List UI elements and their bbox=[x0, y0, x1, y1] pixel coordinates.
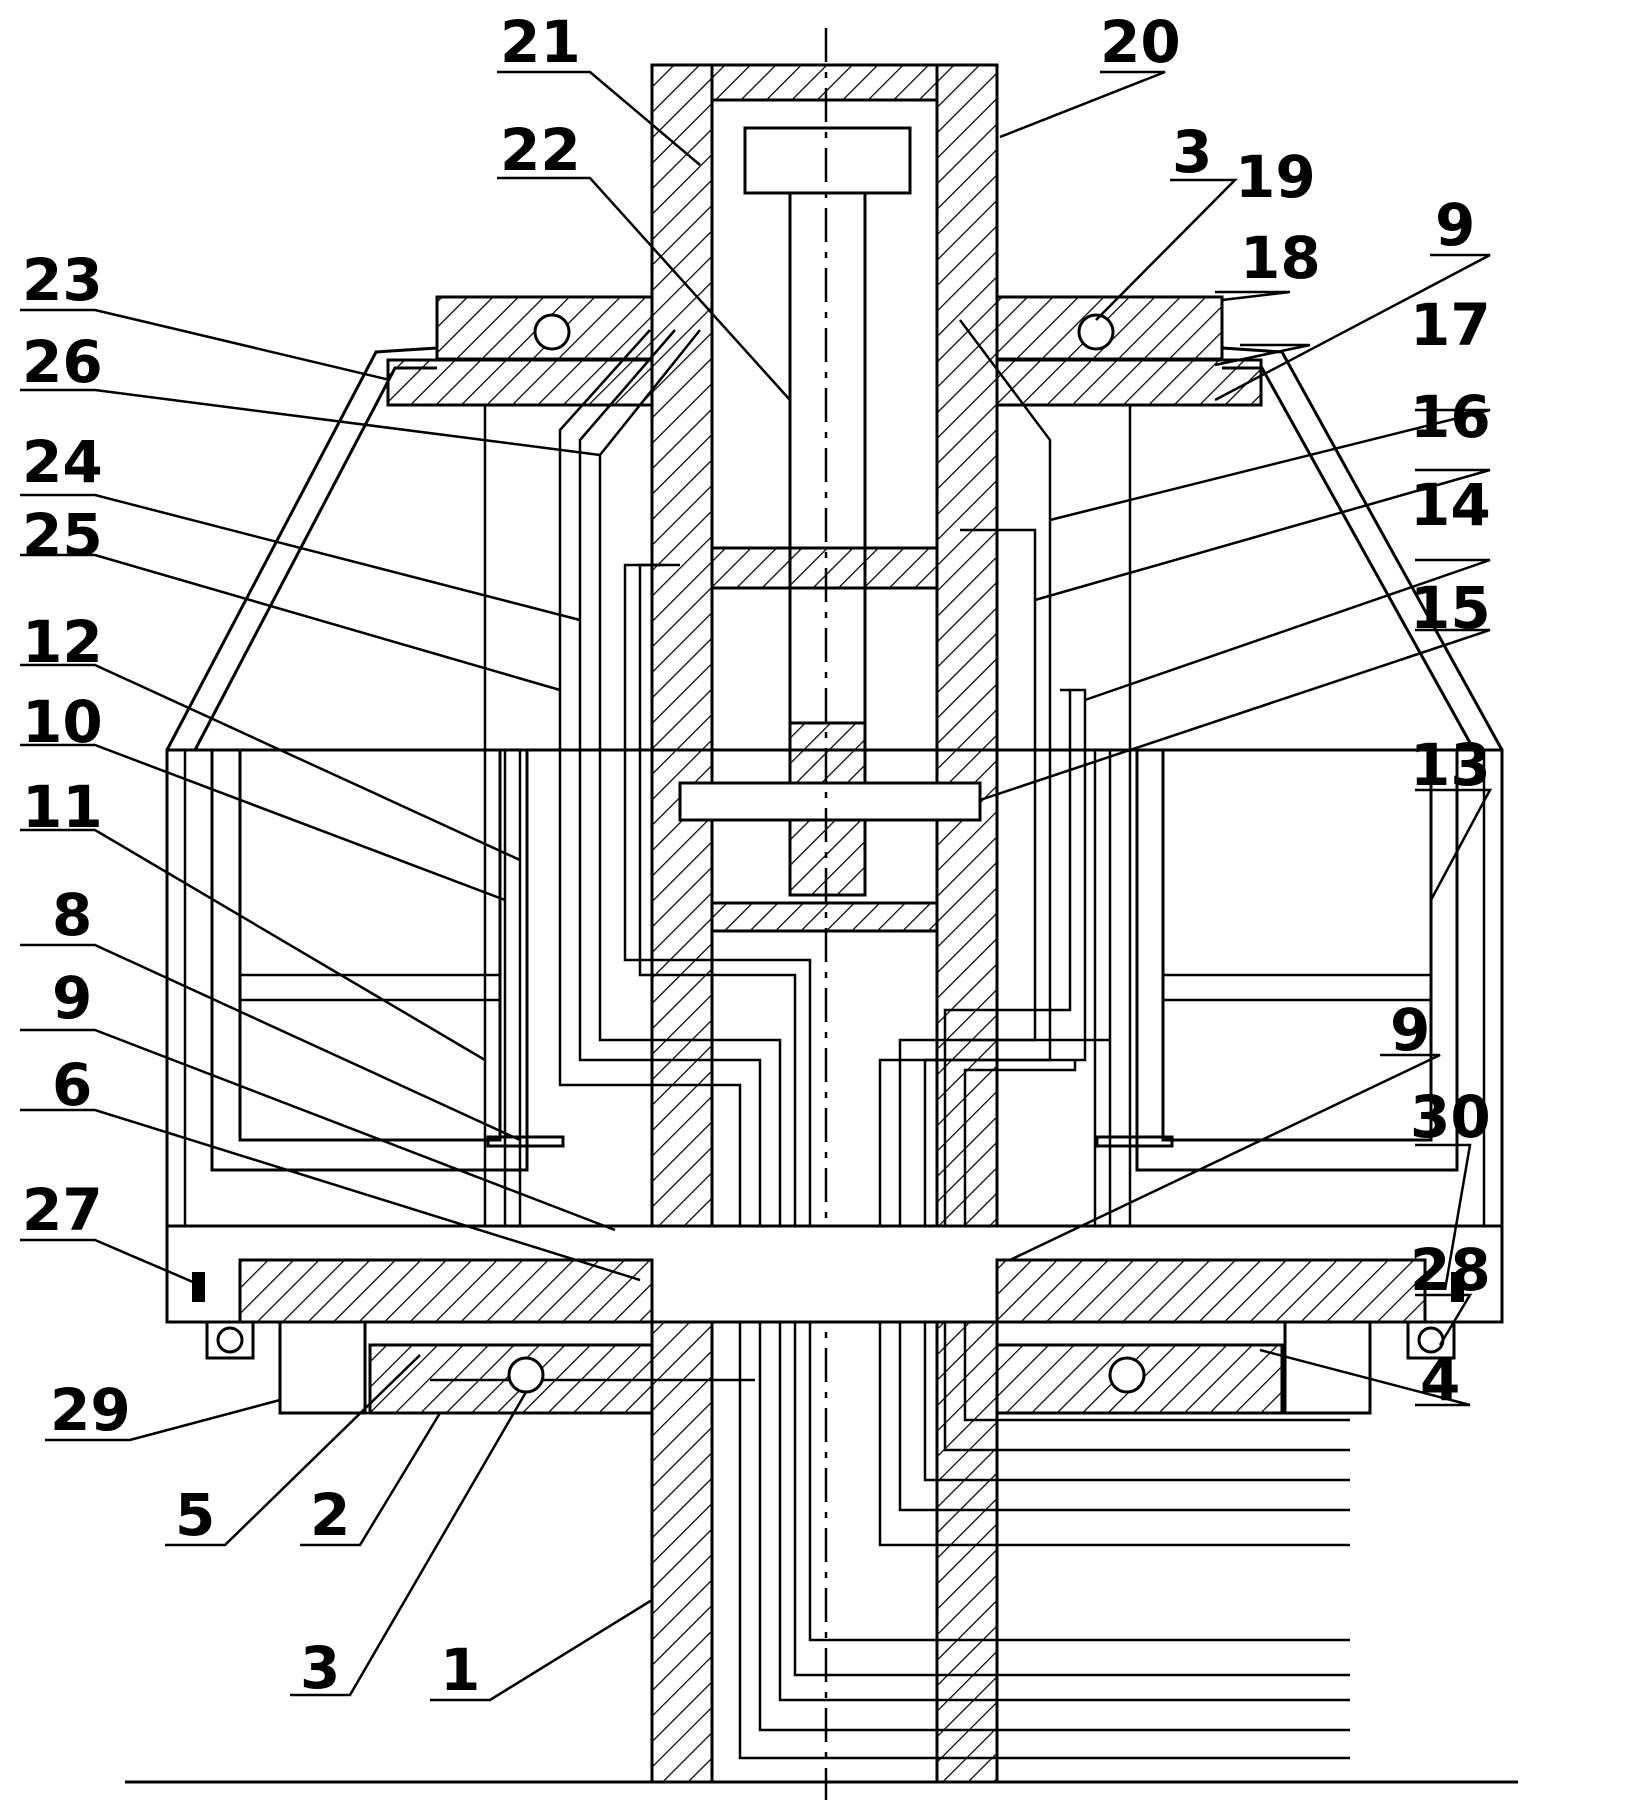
label-13: 13 bbox=[1410, 731, 1491, 799]
central-shaft bbox=[650, 28, 999, 1800]
label-3-top: 3 bbox=[1172, 118, 1212, 186]
label-7: 9 bbox=[1390, 996, 1430, 1064]
label-25: 25 bbox=[22, 501, 103, 569]
lower-bearing-base bbox=[165, 1224, 1504, 1415]
label-30: 30 bbox=[1410, 1083, 1491, 1151]
leader-lines bbox=[20, 70, 1493, 1702]
label-18: 18 bbox=[1240, 224, 1321, 292]
label-26: 26 bbox=[22, 328, 103, 396]
label-24: 24 bbox=[22, 428, 103, 496]
inner-bins bbox=[210, 405, 1459, 1230]
label-11: 11 bbox=[22, 773, 103, 841]
label-8: 8 bbox=[52, 881, 92, 949]
label-23: 23 bbox=[22, 246, 103, 314]
label-12: 12 bbox=[22, 608, 103, 676]
part-labels: 21 20 22 3 19 9 18 17 16 14 15 13 9 30 2… bbox=[22, 8, 1491, 1704]
label-9-left: 9 bbox=[52, 964, 92, 1032]
label-1: 1 bbox=[440, 1636, 480, 1704]
label-10: 10 bbox=[22, 688, 103, 756]
label-28: 28 bbox=[1410, 1236, 1491, 1304]
label-21: 21 bbox=[500, 8, 581, 76]
label-19: 19 bbox=[1235, 143, 1316, 211]
label-17: 17 bbox=[1410, 291, 1491, 359]
label-29: 29 bbox=[50, 1376, 131, 1444]
label-20: 20 bbox=[1100, 8, 1181, 76]
label-4: 4 bbox=[1420, 1346, 1460, 1414]
label-27: 27 bbox=[22, 1176, 103, 1244]
label-16: 16 bbox=[1410, 383, 1491, 451]
label-22: 22 bbox=[500, 116, 581, 184]
label-3-bottom: 3 bbox=[300, 1634, 340, 1702]
label-2: 2 bbox=[310, 1481, 350, 1549]
label-6: 6 bbox=[52, 1051, 92, 1119]
label-15: 15 bbox=[1410, 574, 1491, 642]
outer-cover bbox=[165, 346, 1504, 1324]
label-14: 14 bbox=[1410, 471, 1491, 539]
label-5: 5 bbox=[175, 1481, 215, 1549]
label-9-top: 9 bbox=[1435, 191, 1475, 259]
pipe-bundle bbox=[430, 319, 1350, 1760]
